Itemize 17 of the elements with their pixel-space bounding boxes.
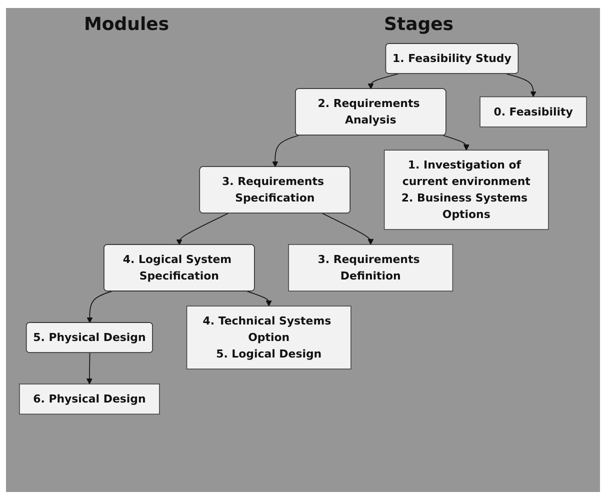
node-box: [384, 150, 549, 230]
arrow: [506, 74, 536, 98]
arrow: [86, 352, 92, 384]
arrow: [322, 213, 374, 245]
arrow: [272, 135, 300, 168]
arrow: [368, 74, 398, 90]
node-box: [480, 96, 587, 128]
column-heading: Modules: [84, 14, 170, 35]
arrow: [246, 290, 272, 306]
diagram-background: Modules Stages 1. Feasibility Study 2. Requirements Analysis 3. Requirements Specification 4. Logical System Specification 5. Physical Design 0. Feasibility 1. Investigation of current environment 2. Business Systems Options 3. Requirements Definition 4. Technical Systems Option 5. Logical Design 6. Physical Design: [6, 8, 600, 492]
node-box: [19, 384, 160, 414]
node-box: [288, 244, 454, 292]
arrow: [86, 290, 112, 324]
arrow: [176, 213, 228, 246]
arrow: [442, 135, 470, 150]
column-heading: Stages: [384, 14, 454, 35]
node-box: [186, 306, 352, 370]
